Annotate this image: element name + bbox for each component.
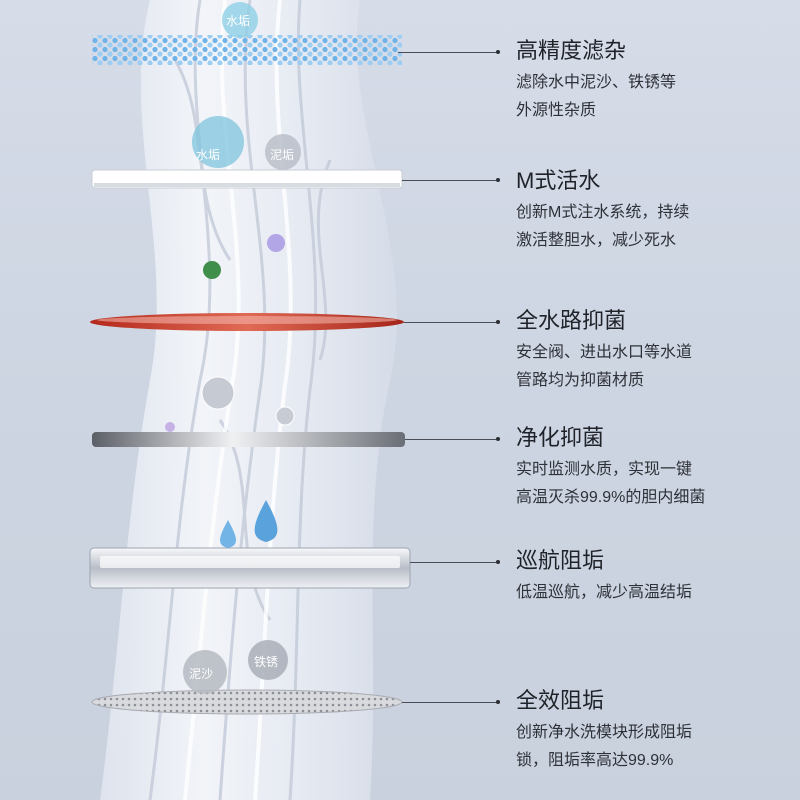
leader-dot — [496, 700, 500, 704]
small-scale-particle-label: 泥垢 — [270, 148, 295, 162]
feature-title: 全水路抑菌 — [516, 308, 627, 333]
mesh-filter-layer — [92, 35, 402, 65]
leader-line — [404, 322, 498, 323]
feature-title: 巡航阻垢 — [516, 548, 605, 573]
leader-dot — [496, 560, 500, 564]
leader-dot — [496, 320, 500, 324]
feature-desc-line: 激活整胆水，减少死水 — [516, 232, 677, 249]
rust-particle-label: 铁锈 — [254, 655, 279, 669]
scale-particle-label: 水垢 — [226, 14, 251, 28]
feature-desc-line: 创新M式注水系统，持续 — [516, 204, 690, 221]
feature-desc-line: 外源性杂质 — [516, 102, 597, 119]
feature-title: 净化抑菌 — [516, 425, 605, 450]
leader-line — [398, 52, 498, 53]
leader-dot — [496, 50, 500, 54]
feature-desc-line: 实时监测水质，实现一键 — [516, 461, 693, 478]
leader-line — [410, 562, 498, 563]
feature-desc-line: 安全阀、进出水口等水道 — [516, 344, 693, 361]
mud-particle-label: 泥沙 — [189, 667, 214, 681]
leader-line — [405, 439, 498, 440]
leader-dot — [496, 437, 500, 441]
feature-title: 全效阻垢 — [516, 688, 605, 713]
leader-line — [402, 180, 498, 181]
feature-title: 高精度滤杂 — [516, 38, 627, 63]
feature-desc-line: 低温巡航，减少高温结垢 — [516, 584, 693, 601]
leader-dot — [496, 178, 500, 182]
scale-particle-label-mid: 水垢 — [196, 148, 221, 162]
feature-desc-line: 创新净水洗模块形成阻垢 — [516, 724, 693, 741]
feature-desc-line: 高温灭杀99.9%的胆内细菌 — [516, 489, 706, 506]
feature-desc-line: 管路均为抑菌材质 — [516, 372, 645, 389]
feature-desc-line: 锁，阻垢率高达99.9% — [516, 752, 674, 769]
leader-line — [402, 702, 498, 703]
feature-title: M式活水 — [516, 168, 601, 193]
feature-desc-line: 滤除水中泥沙、铁锈等 — [516, 74, 677, 91]
